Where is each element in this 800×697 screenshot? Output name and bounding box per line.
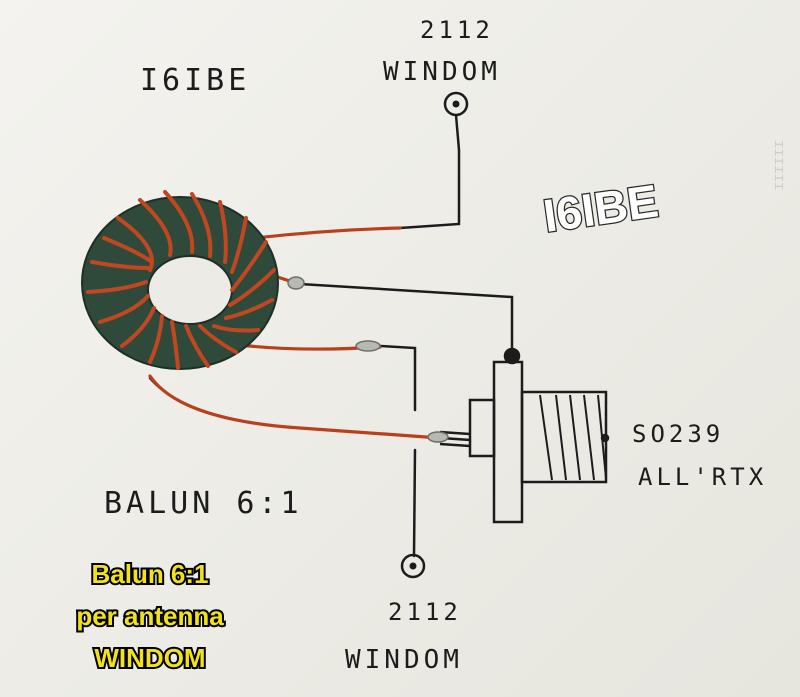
bottom-feed-label: WINDOM xyxy=(345,645,463,675)
connector-flange xyxy=(492,360,524,524)
caption-line-2: per antenna xyxy=(76,601,224,631)
lower-drop-wire xyxy=(412,448,417,558)
callsign-label: I6IBE xyxy=(140,63,250,98)
top-antenna-terminal xyxy=(443,91,469,117)
copper-windings xyxy=(86,190,276,370)
center-tap-wire xyxy=(298,282,514,354)
bleed-through-text: ɪɪɪɪɪɪ xyxy=(771,140,787,191)
top-feed-wire xyxy=(398,113,461,230)
bottom-antenna-terminal xyxy=(400,553,426,579)
top-feed-label: WINDOM xyxy=(383,57,501,87)
connector-pin xyxy=(439,430,471,448)
toroid-core xyxy=(81,190,279,370)
connector-nut xyxy=(468,398,496,458)
top-feed-ratio: 2112 xyxy=(420,16,494,44)
callsign-badge: I6IBE xyxy=(540,174,661,242)
upper-drop-wire xyxy=(378,344,417,412)
balun-ratio-label: BALUN 6:1 xyxy=(104,486,303,521)
bottom-feed-ratio: 2112 xyxy=(388,598,462,626)
so239-connector xyxy=(439,347,610,524)
lead-coax xyxy=(148,374,442,440)
connector-thread xyxy=(539,394,607,481)
solder-joints xyxy=(287,276,449,443)
toroid-hole xyxy=(147,255,233,325)
connector-dest-label: ALL'RTX xyxy=(638,463,767,491)
caption-line-3: WINDOM xyxy=(94,643,205,673)
connector-model-label: SO239 xyxy=(632,420,724,448)
caption-line-1: Balun 6:1 xyxy=(91,559,208,589)
